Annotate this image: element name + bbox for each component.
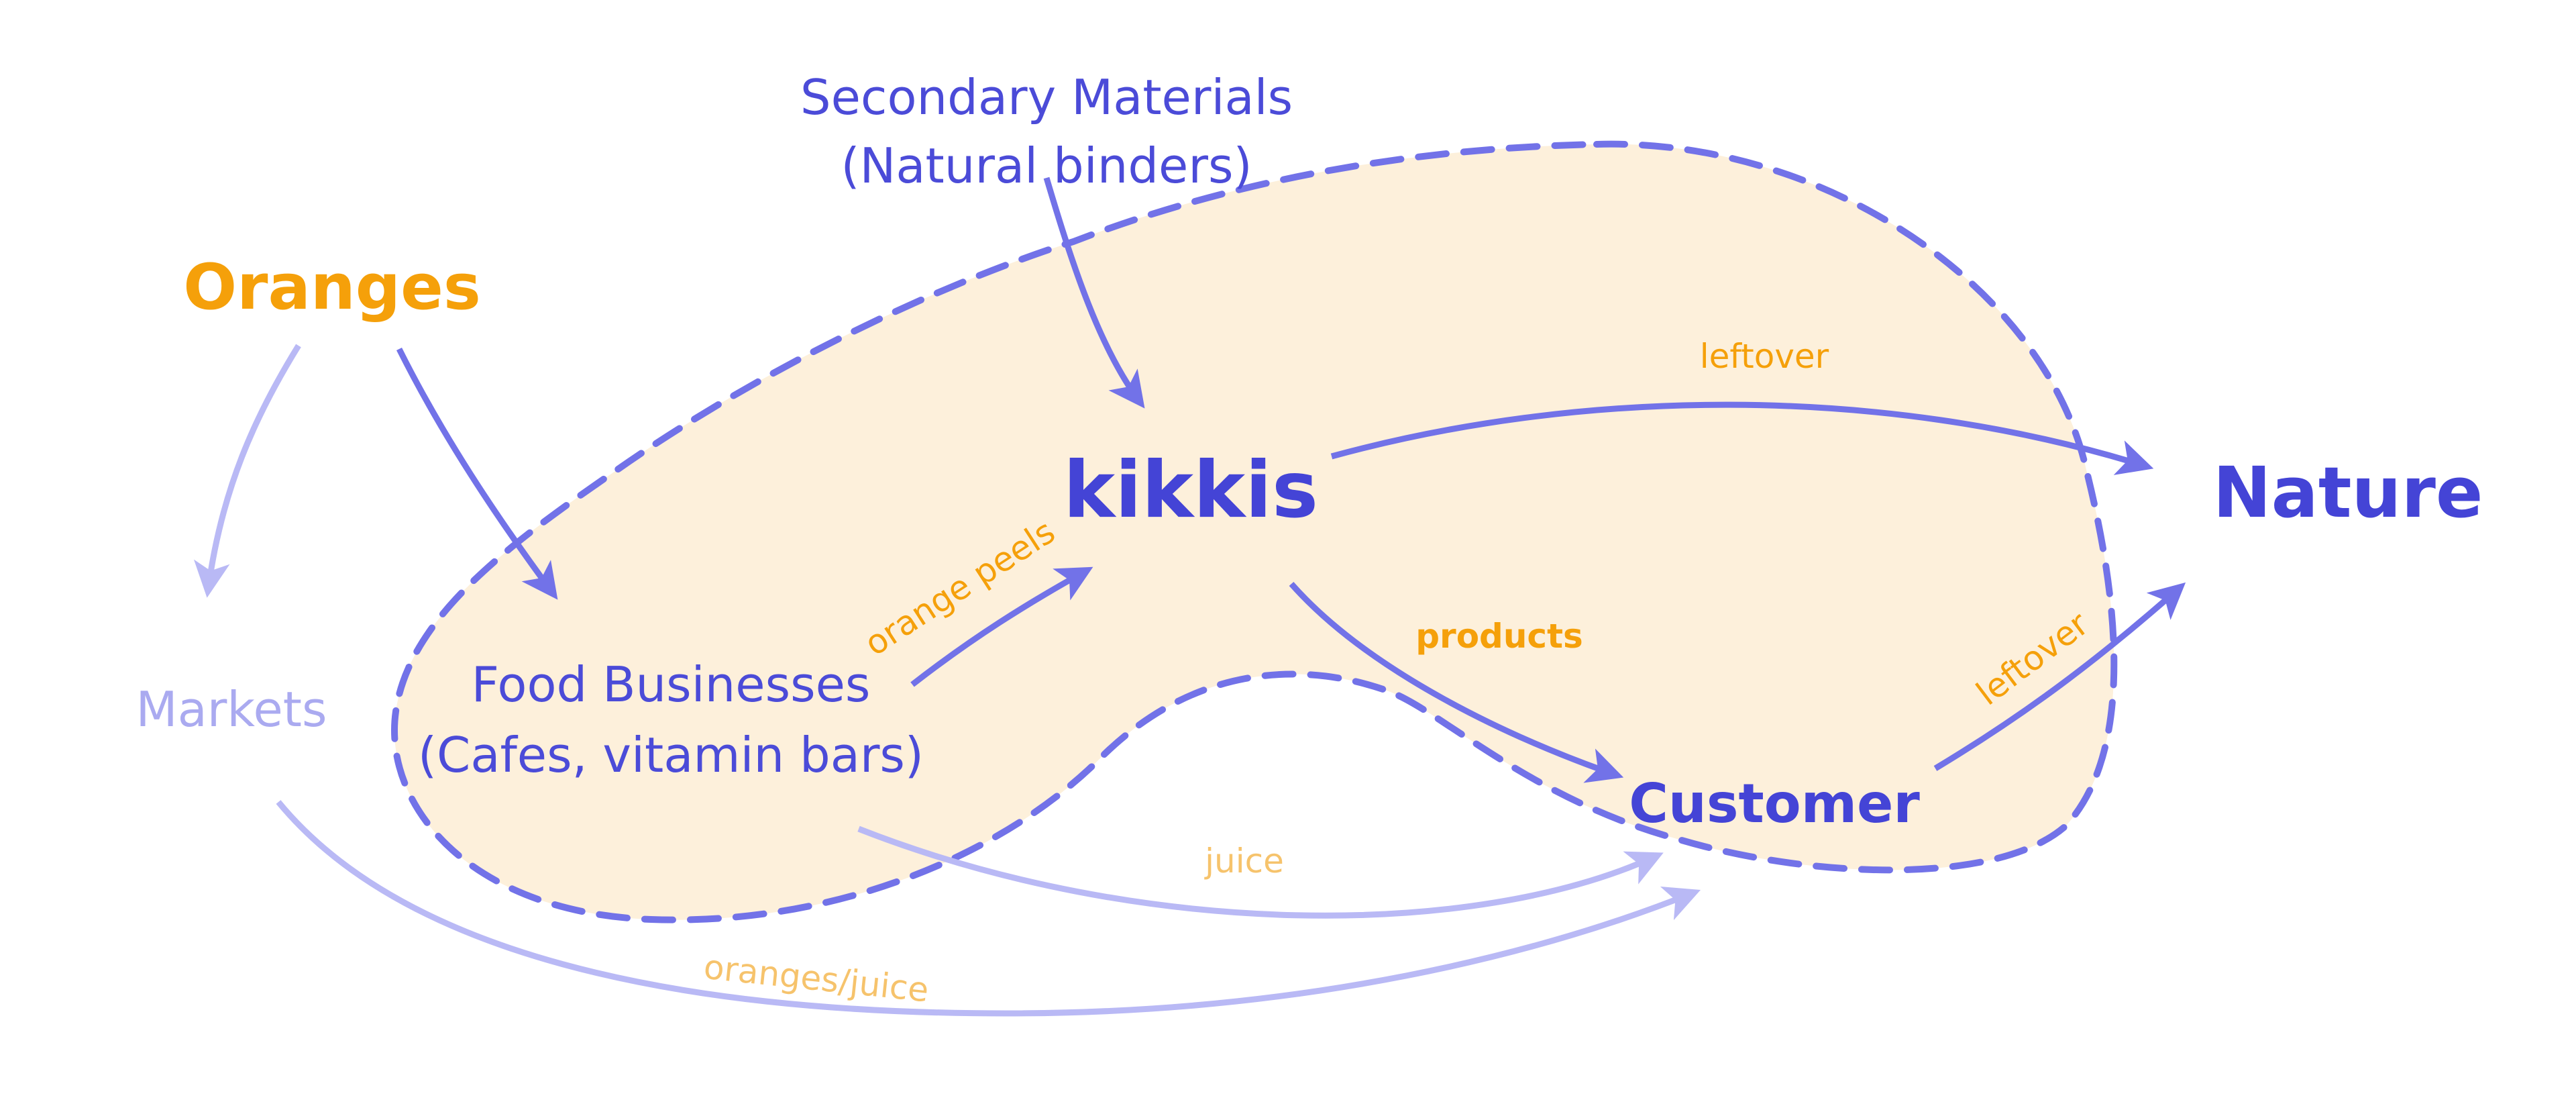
arrow-markets-to-customer <box>276 800 1701 1017</box>
markets-label: Markets <box>136 681 327 738</box>
customer-label: Customer <box>1629 772 1920 835</box>
arrow-kikkis-to-customer <box>1289 582 1624 783</box>
arrow-kikkis-to-nature <box>1330 401 2154 475</box>
food-businesses-label-line1: Food Businesses <box>472 656 871 713</box>
arrow-customer-to-nature <box>1933 582 2186 771</box>
kikkis-label: kikkis <box>1063 445 1318 536</box>
arrow-oranges-to-markets <box>193 344 301 598</box>
leftover-top-label: leftover <box>1700 337 1829 376</box>
secondary-materials-label-line2: (Natural binders) <box>841 138 1252 194</box>
arrow-secondary-materials-to-kikkis <box>1043 177 1145 409</box>
ecosystem-region <box>391 140 2118 923</box>
secondary-materials-label-line1: Secondary Materials <box>800 69 1293 125</box>
products-label: products <box>1415 617 1583 656</box>
arrow-food-businesses-to-kikkis <box>910 566 1093 687</box>
food-businesses-label-line2: (Cafes, vitamin bars) <box>418 727 924 783</box>
oranges-label: Oranges <box>183 251 481 324</box>
juice-label: juice <box>1204 842 1284 881</box>
nature-label: Nature <box>2213 452 2483 534</box>
arrow-oranges-to-food-businesses <box>396 347 558 600</box>
arrow-food-businesses-to-customer <box>857 825 1664 919</box>
